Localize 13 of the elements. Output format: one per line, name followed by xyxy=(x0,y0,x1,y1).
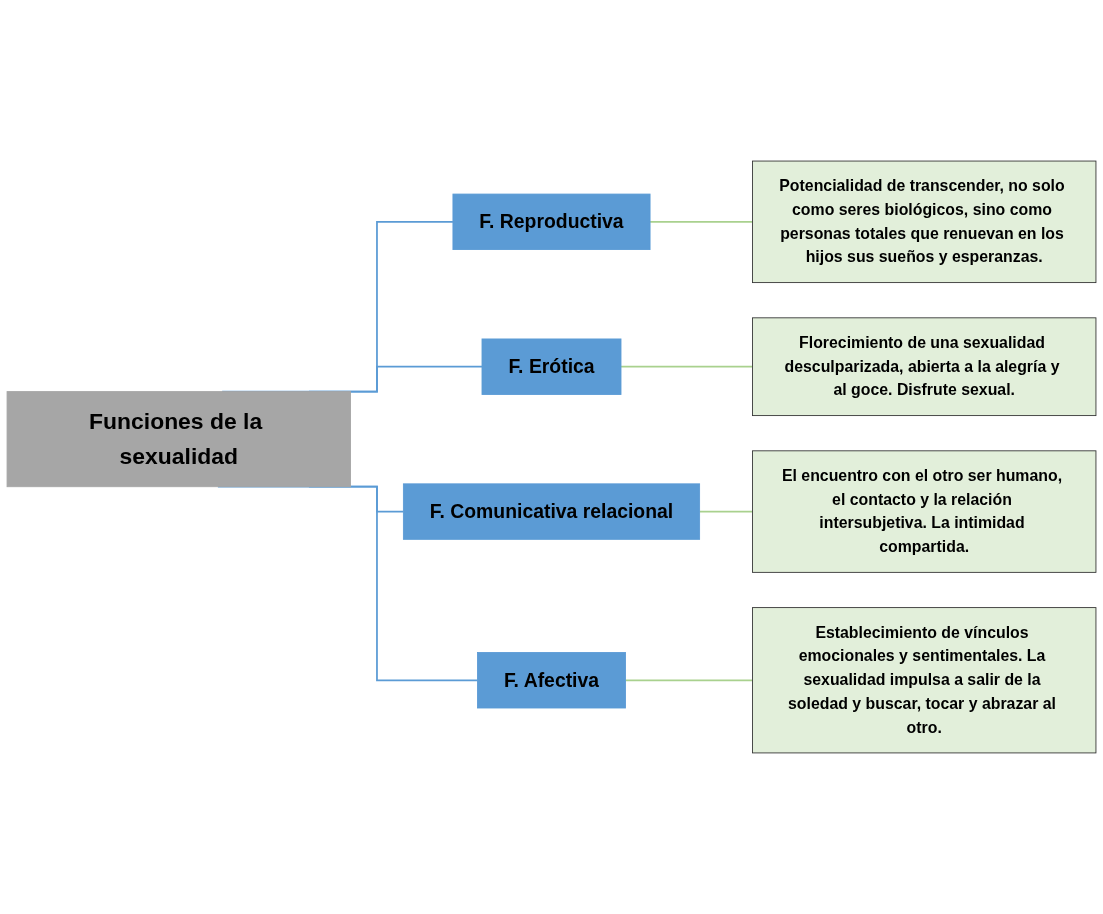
node-box: Florecimiento de una sexualidad desculparizada, abierta a la alegría y al goce. Disfrute sexual. xyxy=(752,317,1097,417)
connector xyxy=(698,510,754,513)
node-box: F. Reproductiva xyxy=(452,193,651,250)
node-box: F. Erótica xyxy=(481,338,622,395)
connector xyxy=(649,220,754,223)
node-box: Funciones de la sexualidad xyxy=(6,391,351,488)
node-box: F. Comunicativa relacional xyxy=(402,483,701,540)
node-box: El encuentro con el otro ser humano, el contacto y la relación intersubjetiva. La intimidad compartida. xyxy=(752,450,1097,573)
connector xyxy=(620,365,754,368)
node-box: Potencialidad de transcender, no solo como seres biológicos, sino como personas totales que renuevan en los hijos sus sueños y esperanzas. xyxy=(752,160,1097,284)
node-box: Establecimiento de vínculos emocionales y sentimentales. La sexualidad impulsa a salir de la soledad y buscar, tocar y abrazar al otro. xyxy=(752,607,1097,754)
node-box: F. Afectiva xyxy=(477,652,626,709)
connector xyxy=(624,679,754,682)
